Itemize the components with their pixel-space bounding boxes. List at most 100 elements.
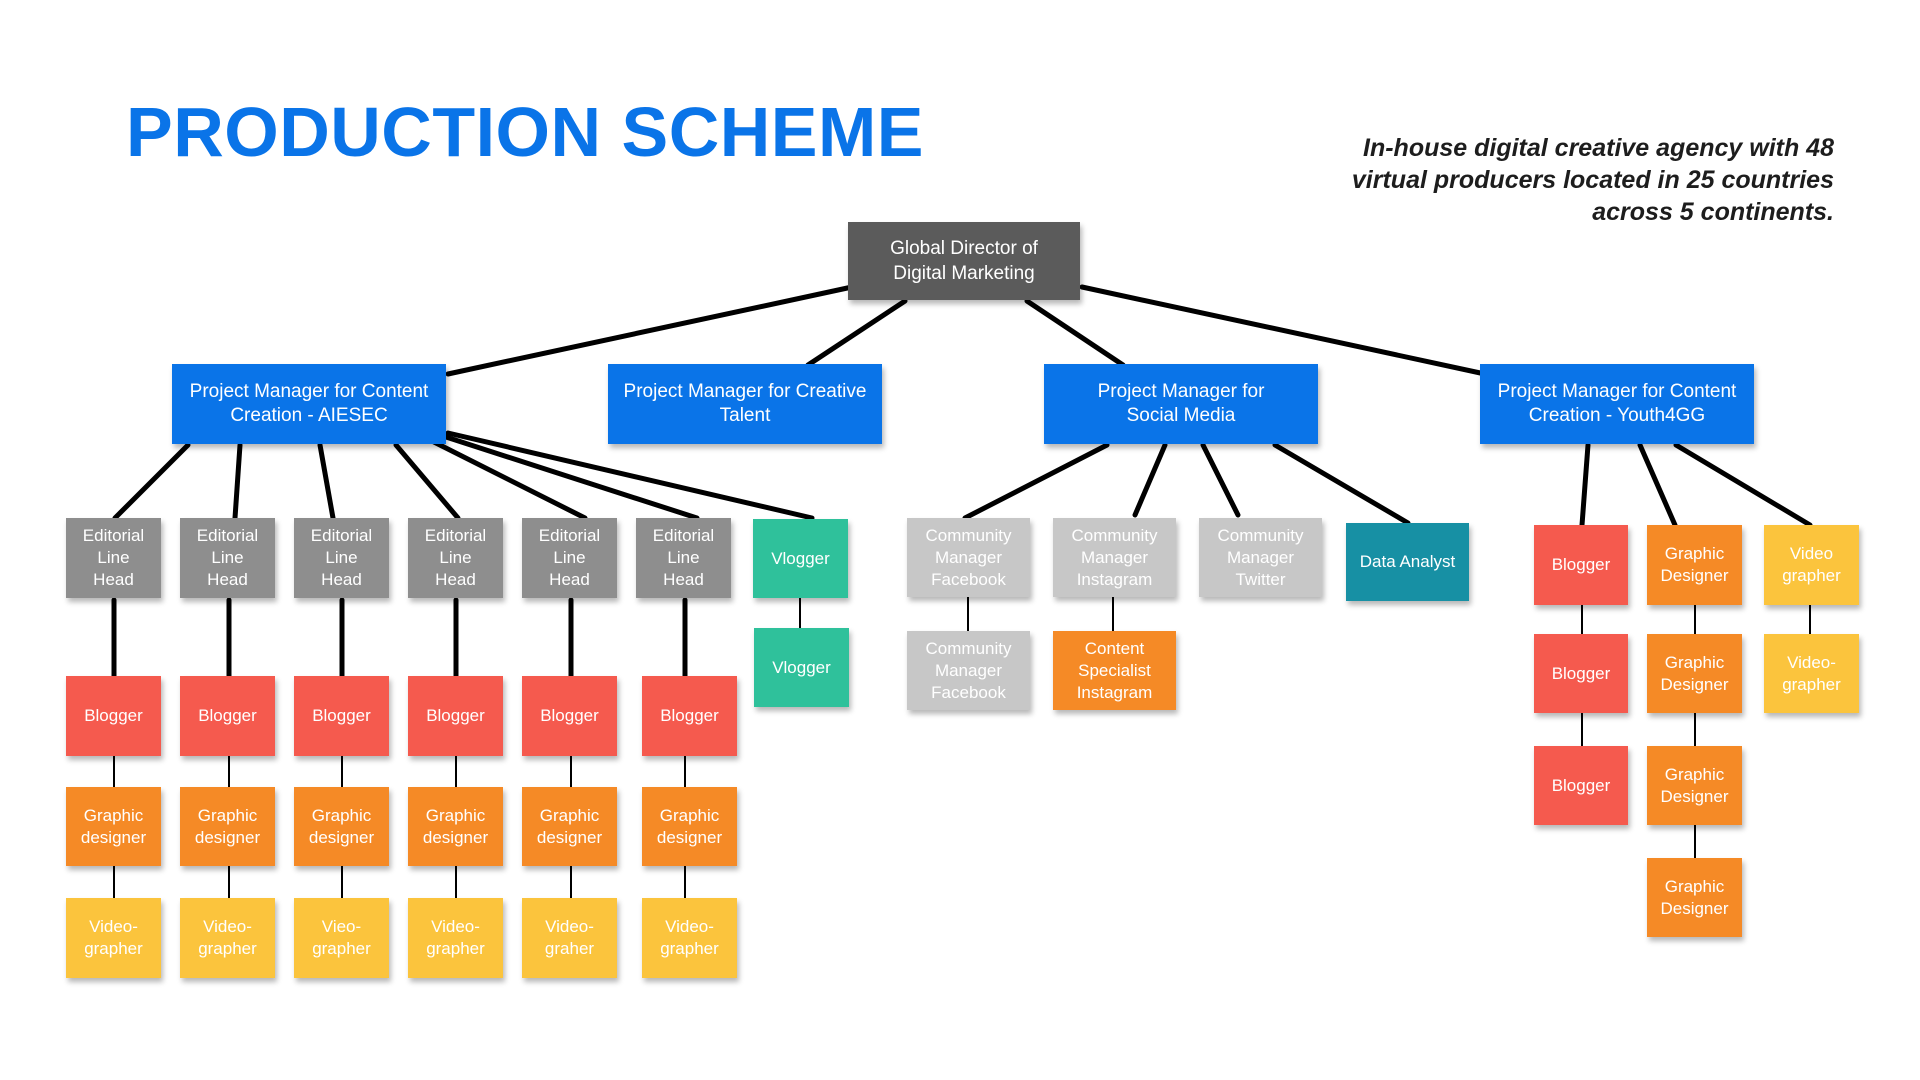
connector bbox=[1079, 284, 1488, 377]
node-label: Video grapher bbox=[1782, 544, 1841, 585]
node-label: Blogger bbox=[1551, 555, 1611, 574]
node-label: Graphic designer bbox=[308, 805, 375, 847]
blogger-node: Blogger bbox=[294, 676, 389, 756]
connector bbox=[393, 442, 461, 521]
node-label: Data Analyst bbox=[1359, 552, 1456, 571]
videographer-node: Vieo- grapher bbox=[294, 898, 389, 978]
node-label: Blogger bbox=[84, 706, 143, 725]
pm-youth4gg-node: Project Manager for Content Creation - Y… bbox=[1480, 364, 1754, 444]
node-label: Video- grapher bbox=[84, 917, 143, 958]
blogger-node: Blogger bbox=[1534, 525, 1628, 605]
pm-aiesec-node: Project Manager for Content Creation - A… bbox=[172, 364, 446, 444]
connector bbox=[112, 442, 191, 521]
connector bbox=[1673, 442, 1813, 528]
connector bbox=[1024, 298, 1126, 368]
data-analyst-node: Data Analyst bbox=[1346, 523, 1469, 601]
node-label: Vlogger bbox=[772, 657, 831, 677]
blogger-node: Blogger bbox=[1534, 746, 1628, 825]
node-label: Blogger bbox=[540, 706, 599, 725]
node-label: Video- grapher bbox=[1782, 652, 1841, 694]
node-label: Editorial Line Head bbox=[196, 526, 259, 589]
blogger-node: Blogger bbox=[522, 676, 617, 756]
node-label: Editorial Line Head bbox=[82, 526, 145, 589]
graphic-designer-node: Graphic Designer bbox=[1647, 858, 1742, 937]
blogger-node: Blogger bbox=[66, 676, 161, 756]
node-label: Graphic designer bbox=[656, 805, 723, 847]
node-label: Blogger bbox=[1551, 663, 1611, 683]
node-label: Community Manager Instagram bbox=[1071, 525, 1158, 589]
graphic-designer-node: Graphic Designer bbox=[1647, 746, 1742, 825]
page-title: PRODUCTION SCHEME bbox=[126, 93, 924, 171]
node-label: Project Manager for Social Media bbox=[1097, 381, 1265, 426]
node-label: Graphic designer bbox=[80, 805, 147, 847]
node-label: Blogger bbox=[312, 706, 371, 725]
pm-social-media-node: Project Manager for Social Media bbox=[1044, 364, 1318, 444]
pm-creative-talent-node: Project Manager for Creative Talent bbox=[608, 364, 882, 444]
node-label: Community Manager Facebook bbox=[925, 525, 1012, 589]
node-label: Blogger bbox=[426, 706, 485, 725]
node-label: Graphic designer bbox=[194, 805, 261, 847]
tagline-text: In-house digital creative agency with 48… bbox=[1351, 134, 1834, 226]
connector bbox=[1637, 442, 1678, 528]
node-label: Graphic designer bbox=[422, 805, 489, 847]
graphic-designer-node: Graphic designer bbox=[642, 787, 737, 866]
node-label: Community Manager Facebook bbox=[925, 638, 1012, 702]
blogger-node: Blogger bbox=[1534, 634, 1628, 713]
node-label: Project Manager for Content Creation - Y… bbox=[1497, 381, 1737, 426]
videographer-node: Video- grapher bbox=[642, 898, 737, 978]
blogger-node: Blogger bbox=[408, 676, 503, 756]
connector bbox=[427, 437, 588, 521]
graphic-designer-node: Graphic designer bbox=[180, 787, 275, 866]
videographer-node: Video grapher bbox=[1764, 525, 1859, 605]
graphic-designer-node: Graphic designer bbox=[408, 787, 503, 866]
node-label: Project Manager for Content Creation - A… bbox=[189, 381, 429, 426]
community-manager-facebook-node: Community Manager Facebook bbox=[907, 631, 1030, 710]
connector bbox=[445, 430, 815, 521]
node-label: Editorial Line Head bbox=[310, 526, 373, 589]
videographer-node: Video- grapher bbox=[66, 898, 161, 978]
videographer-node: Video- grapher bbox=[1764, 634, 1859, 713]
tagline: In-house digital creative agency with 48… bbox=[1274, 132, 1834, 228]
node-label: Blogger bbox=[198, 706, 257, 725]
editorial-line-head-node: Editorial Line Head bbox=[180, 518, 275, 598]
connector bbox=[1200, 442, 1241, 518]
community-manager-instagram-node: Community Manager Instagram bbox=[1053, 518, 1176, 597]
editorial-line-head-node: Editorial Line Head bbox=[636, 518, 731, 598]
editorial-line-head-node: Editorial Line Head bbox=[66, 518, 161, 598]
node-label: Global Director of Digital Marketing bbox=[890, 238, 1038, 284]
connector bbox=[317, 442, 336, 521]
graphic-designer-node: Graphic designer bbox=[522, 787, 617, 866]
connector bbox=[445, 284, 855, 377]
node-label: Content Specialist Instagram bbox=[1076, 638, 1153, 702]
node-label: Graphic designer bbox=[536, 805, 603, 847]
connector bbox=[1272, 442, 1411, 526]
connector bbox=[805, 298, 908, 368]
graphic-designer-node: Graphic Designer bbox=[1647, 634, 1742, 713]
community-manager-twitter-node: Community Manager Twitter bbox=[1199, 518, 1322, 597]
node-label: Project Manager for Creative Talent bbox=[623, 381, 867, 426]
node-label: Vlogger bbox=[771, 548, 830, 568]
editorial-line-head-node: Editorial Line Head bbox=[522, 518, 617, 598]
node-label: Graphic Designer bbox=[1660, 652, 1729, 694]
global-director-node: Global Director of Digital Marketing bbox=[848, 222, 1080, 300]
blogger-node: Blogger bbox=[180, 676, 275, 756]
vlogger-node: Vlogger bbox=[754, 628, 849, 707]
content-specialist-instagram-node: Content Specialist Instagram bbox=[1053, 631, 1176, 710]
connector bbox=[443, 434, 700, 521]
editorial-line-head-node: Editorial Line Head bbox=[294, 518, 389, 598]
community-manager-facebook-node: Community Manager Facebook bbox=[907, 518, 1030, 597]
graphic-designer-node: Graphic Designer bbox=[1647, 525, 1742, 605]
node-label: Video- grapher bbox=[660, 917, 719, 958]
node-label: Video- grapher bbox=[426, 917, 485, 958]
node-label: Editorial Line Head bbox=[424, 526, 487, 589]
graphic-designer-node: Graphic designer bbox=[66, 787, 161, 866]
node-label: Video- grapher bbox=[198, 917, 257, 958]
node-label: Blogger bbox=[660, 706, 719, 725]
connector bbox=[1579, 442, 1591, 528]
connector bbox=[1132, 442, 1168, 518]
node-label: Editorial Line Head bbox=[538, 526, 601, 589]
node-label: Video- graher bbox=[544, 917, 595, 958]
vlogger-node: Vlogger bbox=[753, 519, 848, 598]
node-label: Vieo- grapher bbox=[312, 917, 371, 958]
